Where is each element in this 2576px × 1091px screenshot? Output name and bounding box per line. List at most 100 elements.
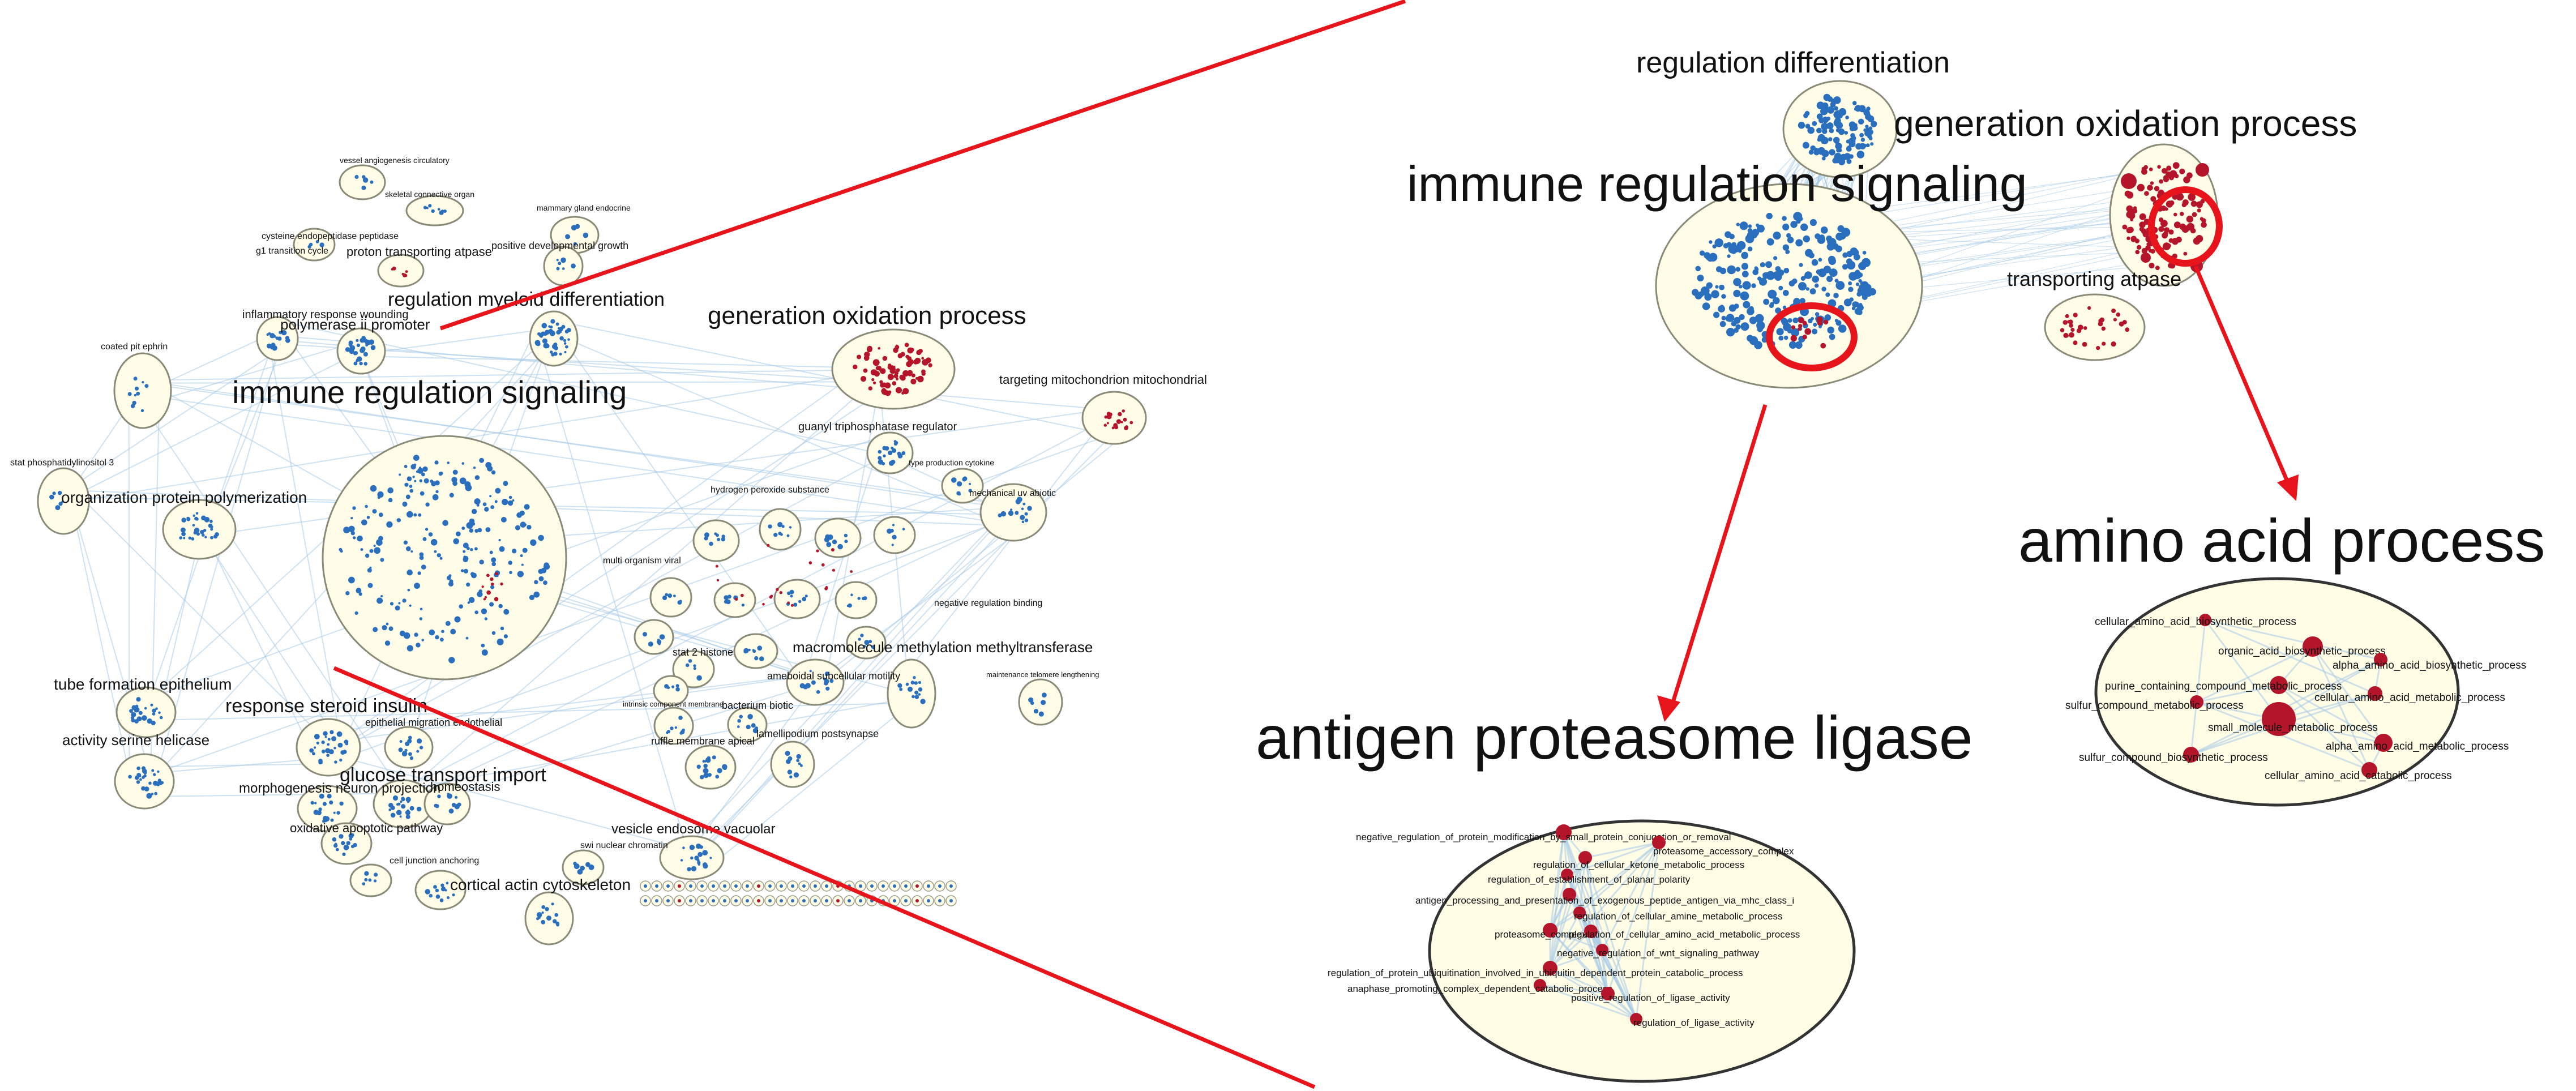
- label-g1: g1 transition cycle: [256, 246, 328, 256]
- immune-node: [498, 604, 503, 609]
- zoom-immune-node: [1773, 297, 1780, 305]
- immune-node: [466, 583, 470, 587]
- zoom-immune-node: [1829, 268, 1838, 277]
- immune-red-node: [484, 596, 487, 599]
- cluster-node: [583, 232, 589, 238]
- cluster-node: [759, 656, 764, 661]
- label-response-steroid: response steroid insulin: [225, 695, 427, 717]
- zoom-regdiff-node: [1865, 125, 1869, 129]
- cluster-node: [374, 872, 378, 877]
- cluster-node: [196, 532, 200, 536]
- cluster-node: [141, 715, 147, 721]
- label-generation: generation oxidation process: [708, 302, 1026, 330]
- cluster-node: [341, 841, 345, 845]
- cluster-node: [312, 752, 315, 756]
- generation-node: [902, 370, 909, 377]
- label-epithelial: epithelial migration endothelial: [365, 717, 502, 728]
- overview-edge: [319, 378, 904, 763]
- immune-node: [434, 550, 437, 553]
- zoom-immune-node: [1821, 286, 1826, 292]
- cluster-node: [446, 896, 450, 900]
- cluster-node: [565, 234, 570, 239]
- zoom-immune-node: [1739, 243, 1745, 249]
- cluster-node: [566, 328, 571, 332]
- immune-node: [399, 473, 401, 476]
- immune-node: [386, 521, 393, 528]
- zoom-immune-node: [1748, 224, 1752, 228]
- cluster-node: [49, 494, 54, 500]
- immune-node: [354, 611, 358, 615]
- immune-node: [409, 604, 412, 607]
- cluster-node: [675, 687, 680, 692]
- zoom-transporting-node: [2087, 306, 2091, 310]
- immune-node: [471, 508, 477, 515]
- zoom-regdiff-node: [1821, 129, 1828, 134]
- targeting-node: [1123, 417, 1127, 422]
- zoom-regdiff-node: [1807, 126, 1815, 134]
- cluster-node: [407, 739, 412, 743]
- immune-node: [501, 517, 507, 523]
- singleton-node: [915, 899, 919, 902]
- zoom-immune-red-node: [1823, 319, 1829, 325]
- cluster-node: [703, 764, 708, 768]
- cluster-skeletal: [405, 195, 464, 226]
- cluster-node: [398, 747, 403, 752]
- cluster-node: [837, 544, 843, 550]
- cluster-node: [545, 907, 549, 912]
- zoom-immune-node: [1826, 242, 1835, 251]
- immune-node: [490, 505, 494, 510]
- antigen-node: [1543, 923, 1557, 938]
- cluster-node: [563, 342, 567, 345]
- cluster-node: [786, 534, 790, 537]
- cluster-node: [951, 477, 957, 483]
- immune-node: [543, 580, 547, 585]
- zoom-immune-node: [1828, 257, 1836, 265]
- overview-edge: [828, 375, 882, 667]
- cluster-node: [787, 769, 793, 775]
- immune-node: [466, 546, 470, 550]
- immune-node: [404, 465, 408, 468]
- antigen-edge: [1539, 984, 1637, 1020]
- cluster-node: [200, 530, 204, 534]
- cluster-middle-b: [759, 508, 802, 551]
- overview-edge: [155, 396, 1014, 525]
- label-vessel: vessel angiogenesis circulatory: [340, 156, 450, 165]
- proton-node: [401, 272, 404, 276]
- zoom-immune-node: [1824, 314, 1832, 321]
- cluster-node: [918, 687, 923, 692]
- antigen-edge: [1549, 930, 1592, 969]
- cluster-node: [781, 525, 785, 528]
- zoom-immune-node: [1782, 290, 1789, 296]
- cluster-node: [61, 500, 64, 503]
- zoom-label-immune: immune regulation signaling: [1407, 156, 2027, 212]
- cluster-node: [370, 180, 374, 184]
- zoom-transporting-node: [2082, 341, 2087, 347]
- zoom-generation-node: [2183, 251, 2188, 256]
- cluster-node: [356, 343, 361, 348]
- amino-edge: [2278, 684, 2384, 744]
- zoom-regdiff-node: [1868, 126, 1873, 131]
- overview-edge: [78, 366, 905, 502]
- targeting-node: [1124, 426, 1128, 430]
- zoom-generation-node: [2192, 212, 2197, 217]
- immune-node: [530, 539, 537, 546]
- cluster-node: [796, 759, 800, 763]
- immune-node: [447, 575, 451, 580]
- cluster-node: [1015, 511, 1019, 515]
- cluster-node: [406, 809, 409, 812]
- zoom-nodes: [1692, 93, 2209, 350]
- immune-node: [512, 499, 515, 502]
- immune-node: [474, 610, 478, 614]
- generation-node: [896, 378, 898, 380]
- amino-edge: [2312, 646, 2385, 743]
- cluster-node: [667, 593, 673, 598]
- cluster-node: [362, 175, 366, 179]
- zoom-immune-node: [1733, 278, 1741, 286]
- cluster-node: [55, 505, 61, 511]
- zoom-generation-node: [2200, 217, 2204, 221]
- label-stat2: stat 2 histone: [673, 647, 733, 658]
- highlight-generation-subcluster: [2148, 186, 2223, 267]
- immune-node: [449, 493, 454, 498]
- zoom-immune-node: [1739, 314, 1745, 320]
- zoom-immune-node: [1808, 318, 1813, 323]
